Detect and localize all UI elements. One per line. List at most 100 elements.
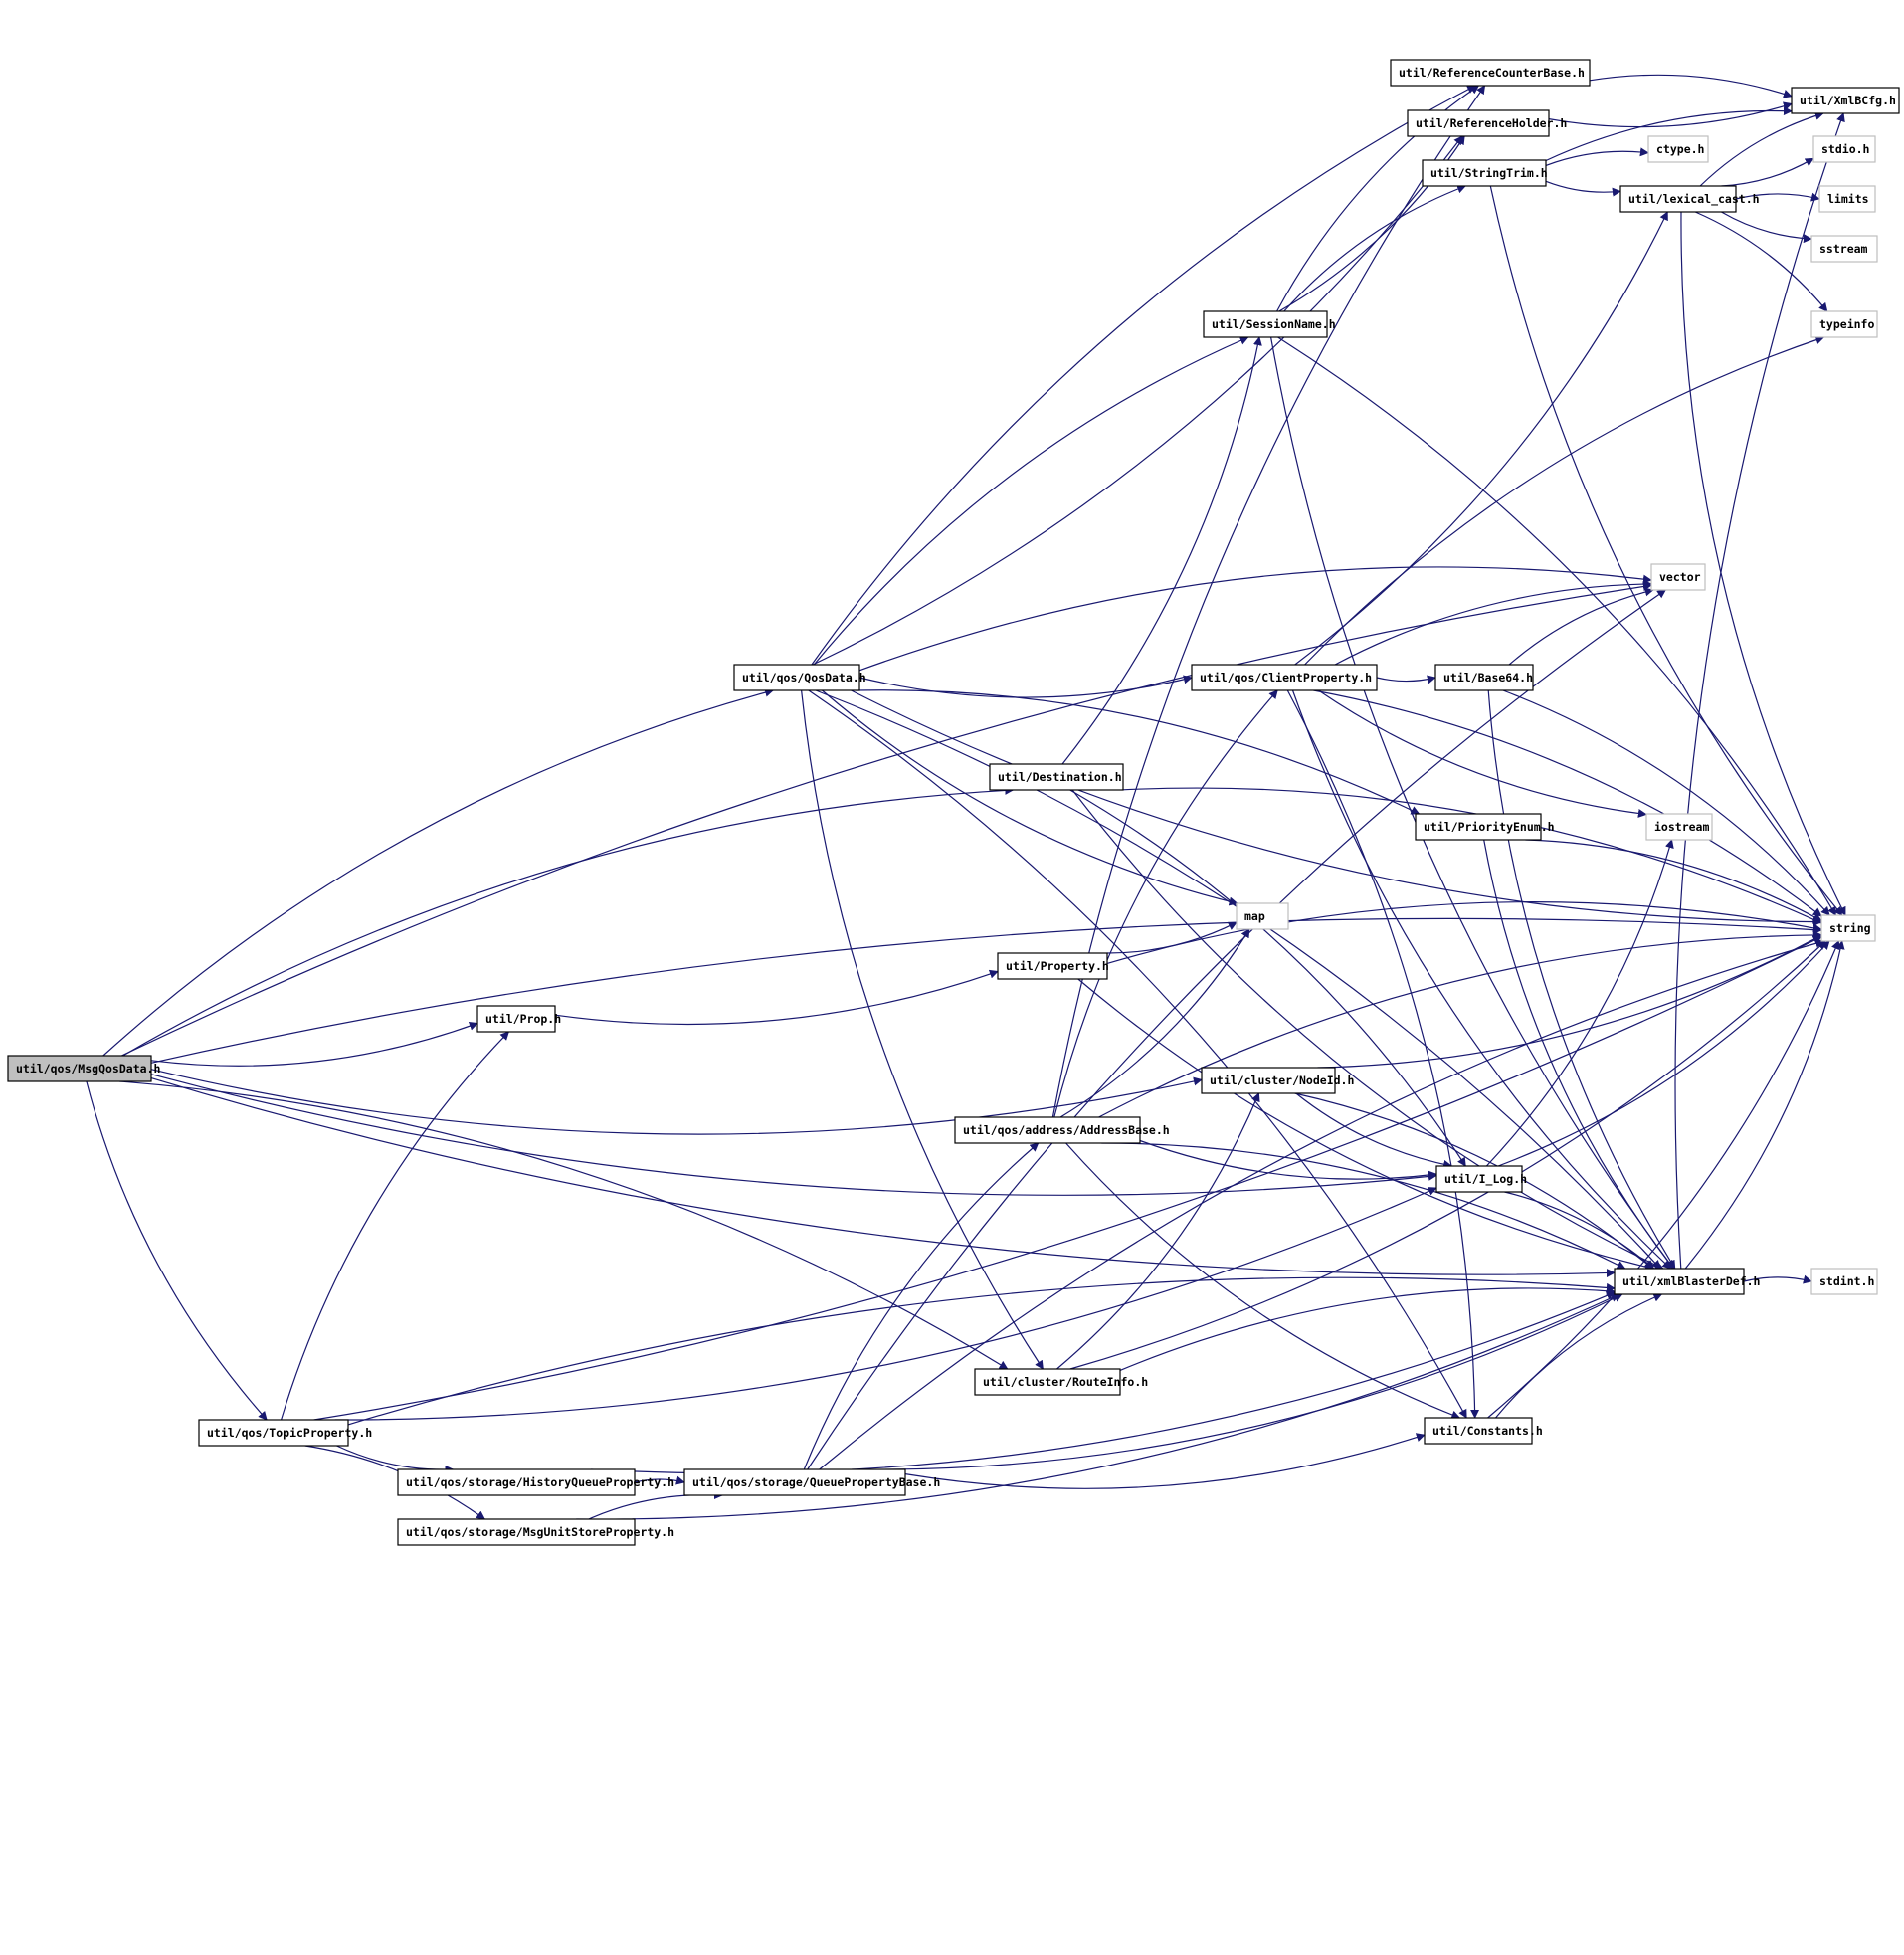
edge-clientproperty-to-iostream (1318, 689, 1647, 818)
node-constants[interactable]: util/Constants.h (1424, 1417, 1543, 1445)
edge-clientproperty-to-typeinfo (1304, 335, 1825, 666)
node-label: util/SessionName.h (1212, 317, 1336, 331)
node-box (1812, 135, 1876, 163)
node-label: util/Property.h (1006, 959, 1109, 973)
node-prop[interactable]: util/Prop.h (476, 1005, 561, 1033)
node-iostream[interactable]: iostream (1645, 813, 1713, 841)
edge-msgunitstore-to-queuepropbase (588, 1490, 724, 1520)
edge-addressbase-to-string (1098, 930, 1822, 1118)
node-refcounterbase[interactable]: util/ReferenceCounterBase.h (1390, 59, 1591, 87)
node-label: util/qos/storage/QueuePropertyBase.h (692, 1475, 940, 1489)
node-label: util/Base64.h (1443, 671, 1533, 684)
node-label: util/ReferenceCounterBase.h (1399, 66, 1585, 80)
node-msgunitstore[interactable]: util/qos/storage/MsgUnitStoreProperty.h (397, 1518, 674, 1546)
node-label: util/ReferenceHolder.h (1416, 116, 1567, 130)
node-addressbase[interactable]: util/qos/address/AddressBase.h (954, 1116, 1170, 1144)
edge-qosdata-to-constants (808, 689, 1467, 1419)
node-box (954, 1116, 1141, 1144)
edge-priorityenum-to-string (1525, 839, 1822, 922)
node-ctype[interactable]: ctype.h (1647, 135, 1709, 163)
node-priorityenum[interactable]: util/PriorityEnum.h (1415, 813, 1555, 841)
node-historyqueue[interactable]: util/qos/storage/HistoryQueueProperty.h (397, 1468, 674, 1496)
edge-lexicalcast-to-xmlbcfg (1699, 111, 1824, 187)
node-box (1236, 902, 1289, 930)
node-destination[interactable]: util/Destination.h (989, 763, 1124, 791)
node-box (1415, 813, 1542, 841)
edge-clientproperty-to-xmlblasterdef (1291, 689, 1672, 1270)
edge-topicproperty-to-ilog (334, 1187, 1437, 1421)
edge-clientproperty-to-string (1313, 689, 1822, 917)
node-label: util/PriorityEnum.h (1424, 820, 1555, 834)
node-label: stdio.h (1821, 142, 1870, 156)
node-queuepropbase[interactable]: util/qos/storage/QueuePropertyBase.h (683, 1468, 940, 1496)
node-box (683, 1468, 906, 1496)
edge-xmlblasterdef-to-string (1684, 940, 1845, 1270)
edge-clientproperty-to-lexicalcast (1294, 211, 1668, 666)
edge-qosdata-to-refholder (812, 135, 1463, 666)
edge-ilog-to-string (1497, 940, 1830, 1167)
node-xmlbcfg[interactable]: util/XmlBCfg.h (1791, 87, 1900, 114)
node-topicproperty[interactable]: util/qos/TopicProperty.h (198, 1419, 372, 1447)
node-string[interactable]: string (1820, 914, 1876, 942)
edge-xmlblasterdef-to-xmlbcfg (1674, 112, 1845, 1270)
node-box (997, 952, 1108, 980)
node-box (989, 763, 1124, 791)
edge-stringtrim-to-ctype (1545, 147, 1649, 166)
edge-qosdata-to-string (851, 689, 1822, 927)
node-label: ctype.h (1656, 142, 1705, 156)
node-sessionname[interactable]: util/SessionName.h (1203, 310, 1336, 338)
node-base64[interactable]: util/Base64.h (1434, 664, 1534, 691)
node-label: util/StringTrim.h (1430, 166, 1548, 180)
edge-ilog-to-iostream (1485, 839, 1674, 1167)
edge-addressbase-to-map (1059, 928, 1250, 1118)
node-box (1203, 310, 1328, 338)
edge-sessionname-to-stringtrim (1283, 184, 1467, 312)
edge-prop-to-property (554, 969, 999, 1026)
edge-nodeid-to-ilog (1295, 1092, 1453, 1169)
edge-msgqosdata-to-nodeid (150, 1069, 1203, 1135)
edge-base64-to-string (1502, 689, 1830, 916)
edge-queuepropbase-to-xmlblasterdef (852, 1293, 1623, 1470)
node-typeinfo[interactable]: typeinfo (1810, 310, 1878, 338)
edge-addressbase-to-xmlblasterdef (1101, 1142, 1626, 1270)
node-label: util/XmlBCfg.h (1800, 94, 1896, 107)
node-label: string (1829, 921, 1871, 935)
node-label: util/xmlBlasterDef.h (1622, 1274, 1761, 1288)
node-sstream[interactable]: sstream (1810, 235, 1878, 263)
node-box (397, 1518, 636, 1546)
node-refholder[interactable]: util/ReferenceHolder.h (1407, 109, 1567, 137)
node-box (1810, 1268, 1878, 1295)
node-label: stdint.h (1819, 1274, 1874, 1288)
node-limits[interactable]: limits (1818, 185, 1876, 213)
edge-lexicalcast-to-typeinfo (1694, 211, 1828, 312)
node-label: limits (1827, 192, 1869, 206)
node-nodeid[interactable]: util/cluster/NodeId.h (1201, 1067, 1354, 1094)
edge-topicproperty-to-string (313, 936, 1822, 1421)
node-lexicalcast[interactable]: util/lexical_cast.h (1619, 185, 1760, 213)
node-property[interactable]: util/Property.h (997, 952, 1109, 980)
node-xmlblasterdef[interactable]: util/xmlBlasterDef.h (1614, 1268, 1761, 1295)
edge-layer (86, 74, 1846, 1520)
node-msgqosdata[interactable]: util/qos/MsgQosData.h (7, 1055, 160, 1082)
node-vector[interactable]: vector (1650, 563, 1706, 591)
edge-refholder-to-xmlbcfg (1548, 101, 1793, 128)
edge-qosdata-to-vector (858, 566, 1652, 672)
node-box (397, 1468, 636, 1496)
node-map[interactable]: map (1236, 902, 1289, 930)
node-box (974, 1368, 1121, 1396)
node-qosdata[interactable]: util/qos/QosData.h (733, 664, 866, 691)
node-ilog[interactable]: util/I_Log.h (1435, 1165, 1527, 1193)
node-routeinfo[interactable]: util/cluster/RouteInfo.h (974, 1368, 1148, 1396)
node-box (1424, 1417, 1533, 1445)
edge-queuepropbase-to-addressbase (803, 1142, 1040, 1470)
node-stdint[interactable]: stdint.h (1810, 1268, 1878, 1295)
node-stdio[interactable]: stdio.h (1812, 135, 1876, 163)
node-stringtrim[interactable]: util/StringTrim.h (1422, 159, 1548, 187)
edge-queuepropbase-to-vector (807, 589, 1667, 1470)
edge-routeinfo-to-string (1069, 940, 1826, 1370)
node-label: util/cluster/NodeId.h (1210, 1074, 1354, 1087)
node-layer: util/qos/MsgQosData.h util/qos/QosData.h u… (7, 59, 1900, 1546)
edge-msgqosdata-to-destination (122, 785, 1015, 1057)
node-clientproperty[interactable]: util/qos/ClientProperty.h (1191, 664, 1378, 691)
edge-base64-to-xmlblasterdef (1487, 689, 1676, 1270)
